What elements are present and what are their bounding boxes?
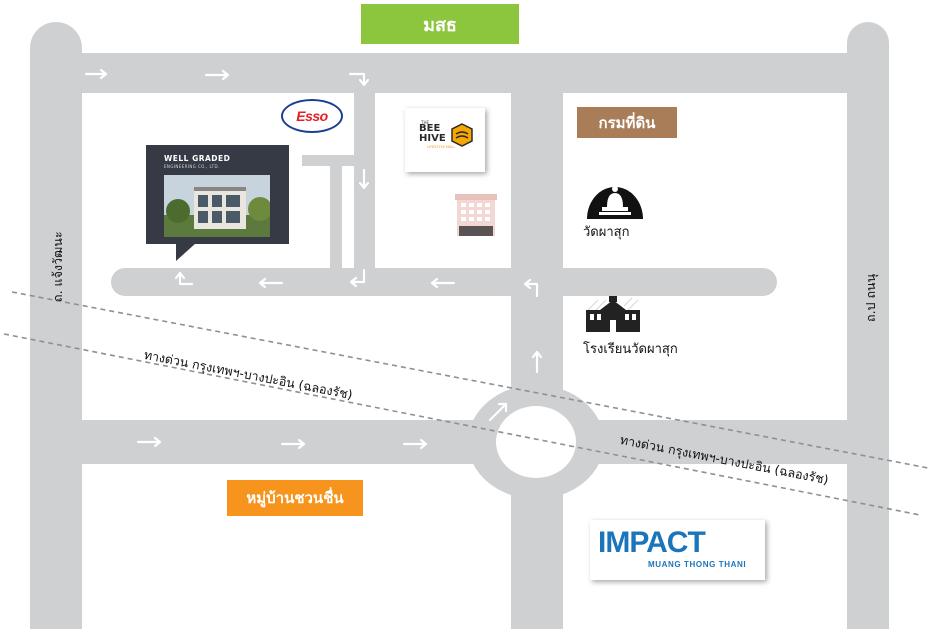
arrow-left-icon — [258, 277, 284, 289]
esso-logo: Esso — [281, 99, 343, 133]
impact-sub: MUANG THONG THANI — [648, 560, 747, 569]
road-label-top: มสธ — [361, 4, 519, 44]
beehive-card: THE BEE HIVE LIFESTYLE MALL — [405, 108, 485, 172]
arrow-turn-down-left-icon — [349, 268, 366, 288]
road-label-left: ถ. แจ้งวัฒนะ — [50, 231, 65, 302]
temple-label: วัดผาสุก — [583, 225, 630, 240]
office-name: WELL GRADED — [164, 154, 231, 163]
school-label: โรงเรียนวัดผาสุก — [583, 342, 678, 357]
arrow-right-icon — [84, 68, 108, 80]
office-callout: WELL GRADED ENGINEERING CO., LTD. — [146, 145, 289, 244]
arrow-right-icon — [204, 69, 230, 81]
arrow-right-icon — [280, 438, 306, 450]
arrow-up-icon — [531, 350, 543, 374]
bee-icon — [451, 123, 473, 147]
village-label: หมู่บ้านชวนชื่น — [227, 480, 363, 516]
road-top-horizontal — [30, 53, 889, 93]
beehive-name-1: BEE — [419, 123, 441, 134]
arrow-turn-down-icon — [348, 72, 370, 87]
impact-logo-text: IMPACT — [598, 526, 706, 559]
temple-icon — [587, 181, 643, 219]
arrow-turn-up-icon — [523, 278, 539, 298]
road-soi-stub-horizontal — [302, 155, 354, 166]
office-callout-pointer — [176, 243, 196, 261]
office-photo — [164, 175, 270, 237]
arrow-up-left-icon — [174, 271, 194, 286]
school-icon — [586, 296, 640, 332]
beehive-name-2: HIVE — [419, 133, 446, 144]
arrow-right-icon — [136, 436, 162, 448]
expressway-line-lower — [3, 333, 921, 516]
arrow-left-icon — [430, 277, 456, 289]
roundabout-island — [496, 406, 576, 478]
esso-logo-text: Esso — [296, 108, 328, 124]
beehive-sub: LIFESTYLE MALL — [427, 145, 456, 149]
expressway-line-upper — [11, 291, 928, 469]
land-department-label: กรมที่ดิน — [577, 107, 677, 138]
beehive-small: THE — [421, 120, 429, 125]
road-label-right: ถ.ป ถนนุ — [863, 273, 878, 322]
building-icon — [455, 194, 497, 236]
arrow-right-icon — [402, 438, 428, 450]
office-sub: ENGINEERING CO., LTD. — [164, 164, 220, 169]
arrow-down-icon — [358, 168, 370, 190]
road-bottom-horizontal — [30, 420, 889, 464]
arrow-up-right-icon — [488, 402, 508, 422]
road-right-vertical — [847, 22, 889, 629]
road-left-vertical — [30, 22, 82, 629]
road-soi-stub-vertical — [330, 158, 342, 274]
impact-card: IMPACT MUANG THONG THANI — [590, 520, 765, 580]
